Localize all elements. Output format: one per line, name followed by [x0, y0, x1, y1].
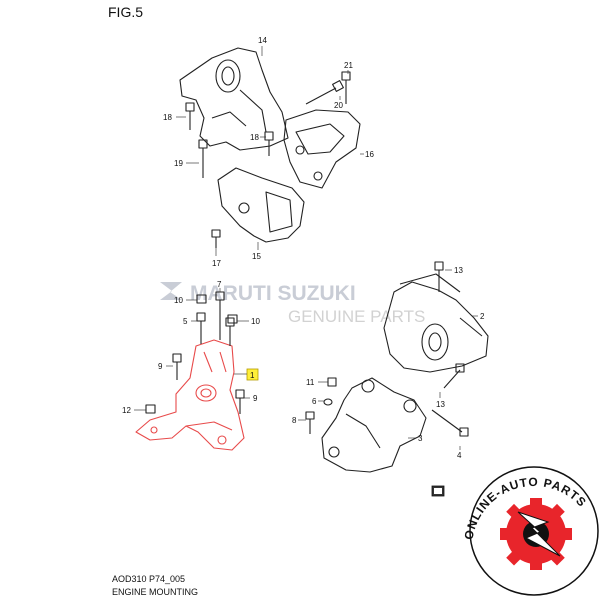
part-3-bracket — [321, 377, 427, 473]
suzuki-logo — [160, 282, 182, 300]
nut-10-right — [227, 314, 238, 324]
caption-code: AOD310 P74_005 — [112, 574, 186, 584]
bolt-5 — [196, 312, 206, 344]
callout-16: 16 — [365, 150, 374, 159]
bolt-20 — [305, 80, 344, 105]
part-14-bushing — [215, 59, 241, 93]
bolt-13-upper — [434, 261, 444, 292]
part-1-bracket — [135, 339, 245, 451]
callout-7: 7 — [217, 280, 222, 289]
callout-9-right: 9 — [253, 394, 258, 403]
callout-19: 19 — [174, 159, 183, 168]
bolt-18-lower — [264, 131, 274, 156]
callout-6: 6 — [312, 397, 317, 406]
nut-10-left — [196, 294, 207, 304]
callout-11: 11 — [306, 378, 315, 387]
part-14-bracket — [179, 47, 289, 151]
callout-5: 5 — [183, 317, 188, 326]
lightning-bolt-icon — [517, 511, 561, 557]
callout-labels: 14 21 20 18 18 19 16 17 15 13 2 11 6 13 … — [122, 36, 485, 460]
part-2-mount — [383, 281, 489, 373]
callout-4: 4 — [457, 451, 462, 460]
online-auto-parts-badge: ONLINE-AUTO PARTS — [462, 466, 599, 596]
callout-12: 12 — [122, 406, 131, 415]
bolt-19 — [198, 139, 208, 178]
watermark-sub: GENUINE PARTS — [288, 307, 425, 326]
kit-icon — [431, 485, 445, 497]
callout-15: 15 — [252, 252, 261, 261]
part-15-bracket — [217, 167, 305, 243]
bolt-18-upper — [185, 102, 195, 130]
highlighted-mount-assembly — [134, 288, 259, 451]
watermark-brand: MARUTI SUZUKI — [190, 282, 356, 305]
part-1-marker — [246, 368, 259, 381]
bolt-21 — [341, 71, 351, 104]
callout-8: 8 — [292, 416, 297, 425]
callout-18-upper: 18 — [163, 113, 172, 122]
part-16-bracket — [283, 109, 361, 189]
caption-name: ENGINE MOUNTING — [112, 587, 199, 597]
callout-20: 20 — [334, 101, 343, 110]
bolt-17 — [211, 229, 221, 248]
callout-2: 2 — [480, 312, 485, 321]
nut-11 — [327, 377, 337, 387]
right-mount-assembly — [298, 261, 489, 497]
callout-14: 14 — [258, 36, 267, 45]
callout-10-right: 10 — [251, 317, 260, 326]
callout-21: 21 — [344, 61, 353, 70]
callout-18-lower: 18 — [250, 133, 259, 142]
callout-10-left: 10 — [174, 296, 183, 305]
watermark: MARUTI SUZUKI GENUINE PARTS — [160, 282, 425, 326]
upper-mount-assembly — [176, 46, 364, 256]
callout-13-lower: 13 — [436, 400, 445, 409]
callout-1: 1 — [250, 371, 255, 380]
bolt-9-left — [172, 353, 182, 380]
washer-6 — [323, 398, 333, 406]
bolt-13-lower — [443, 363, 465, 389]
nut-12 — [145, 404, 156, 414]
figure-title: FIG.5 — [108, 4, 144, 20]
bolt-9-right — [235, 389, 245, 414]
bolt-8 — [305, 411, 315, 434]
callout-3: 3 — [418, 434, 423, 443]
bolt-4 — [431, 409, 469, 437]
callout-13-upper: 13 — [454, 266, 463, 275]
bolt-5b — [225, 317, 235, 346]
callout-17: 17 — [212, 259, 221, 268]
callout-9-left: 9 — [158, 362, 163, 371]
